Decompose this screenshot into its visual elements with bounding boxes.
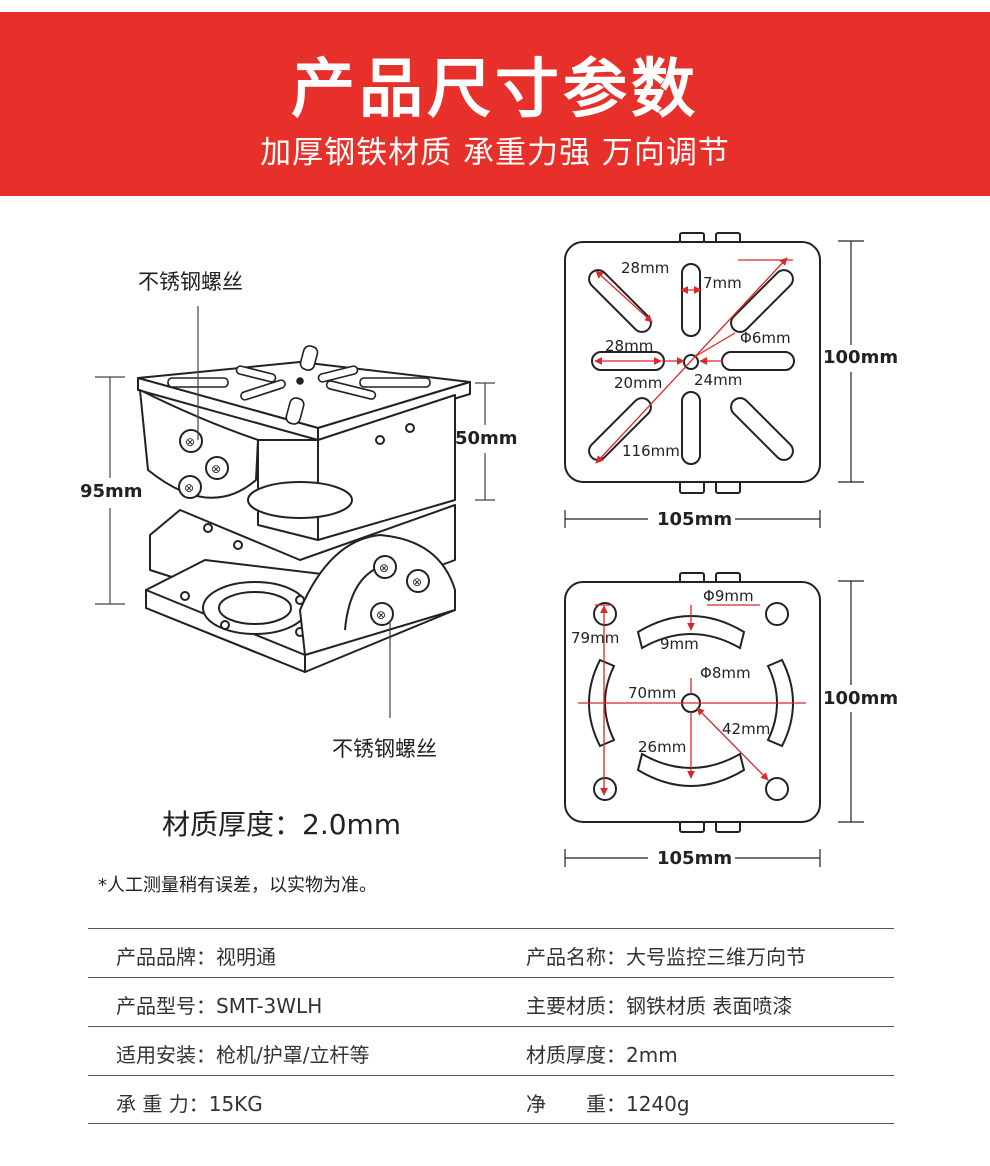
- bottom-corner-hole-label: Φ9mm: [703, 587, 754, 605]
- page-title: 产品尺寸参数: [291, 53, 699, 127]
- top-slot-gap-label: 24mm: [694, 371, 743, 389]
- svg-text:⊗: ⊗: [379, 561, 389, 575]
- top-center-hole-label: Φ6mm: [740, 329, 791, 347]
- thickness-label: 材质厚度：2.0mm: [162, 808, 402, 841]
- spec-table: 产品品牌：视明通 产品名称：大号监控三维万向节 产品型号：SMT-3WLH 主要…: [88, 928, 894, 1124]
- spec-net-weight: 净 重：1240g: [526, 1092, 690, 1116]
- table-row: 产品型号：SMT-3WLH 主要材质：钢铁材质 表面喷漆: [88, 977, 894, 1026]
- bracket-illustration: ⊗ ⊗ ⊗ ⊗ ⊗ ⊗: [137, 345, 471, 673]
- bottom-arc-width-label: 9mm: [660, 635, 699, 653]
- bottom-side-span-label: 79mm: [571, 629, 620, 647]
- spec-thickness: 材质厚度：2mm: [526, 1043, 678, 1067]
- bottom-arc-offset-label: 70mm: [628, 684, 677, 702]
- svg-text:⊗: ⊗: [376, 608, 386, 622]
- table-row: 承 重 力：15KG 净 重：1240g: [88, 1075, 894, 1124]
- bottom-center-to-hole-label: 42mm: [722, 720, 771, 738]
- spec-product-name: 产品名称：大号监控三维万向节: [526, 945, 806, 969]
- svg-text:⊗: ⊗: [412, 575, 422, 589]
- top-slot-offset-label: 20mm: [614, 374, 663, 392]
- top-plate-outer-dims: [564, 240, 864, 528]
- screw-label-top: 不锈钢螺丝: [138, 270, 243, 294]
- table-row: 适用安装：枪机/护罩/立杆等 材质厚度：2mm: [88, 1026, 894, 1075]
- bottom-plate-height-label: 100mm: [823, 688, 899, 709]
- page-subtitle: 加厚钢铁材质 承重力强 万向调节: [260, 135, 730, 171]
- top-diagonal-span-label: 116mm: [622, 442, 680, 460]
- top-plate-dimension-lines: [594, 257, 793, 464]
- spec-brand: 产品品牌：视明通: [116, 945, 276, 969]
- spec-model: 产品型号：SMT-3WLH: [116, 994, 323, 1018]
- bottom-plate-dimension-lines: [578, 604, 806, 796]
- top-plate-width-label: 105mm: [657, 509, 733, 530]
- spec-material: 主要材质：钢铁材质 表面喷漆: [526, 994, 793, 1018]
- top-slot-diagonal-label: 28mm: [621, 259, 670, 277]
- bottom-plate-width-label: 105mm: [657, 848, 733, 869]
- spec-application: 适用安装：枪机/护罩/立杆等: [116, 1043, 370, 1067]
- top-slot-horizontal-label: 28mm: [605, 337, 654, 355]
- diameter-icon: Φ: [703, 587, 715, 605]
- top-plate-height-label: 100mm: [823, 347, 899, 368]
- table-row: 产品品牌：视明通 产品名称：大号监控三维万向节: [88, 928, 894, 977]
- bottom-center-to-arc-label: 26mm: [638, 738, 687, 756]
- total-height-label: 95mm: [80, 481, 143, 502]
- diameter-icon: Φ: [700, 664, 712, 682]
- svg-text:⊗: ⊗: [211, 462, 221, 476]
- bottom-plate-outer-dims: [564, 580, 864, 867]
- spec-load-capacity: 承 重 力：15KG: [116, 1092, 263, 1116]
- measurement-note: *人工测量稍有误差，以实物为准。: [98, 875, 377, 896]
- diameter-icon: Φ: [740, 329, 752, 347]
- header-banner: 产品尺寸参数 加厚钢铁材质 承重力强 万向调节: [0, 12, 990, 196]
- upper-height-label: 50mm: [455, 428, 518, 449]
- top-slot-width-label: 7mm: [703, 274, 742, 292]
- svg-text:⊗: ⊗: [185, 435, 195, 449]
- top-plate-drawing: [564, 232, 821, 494]
- svg-text:⊗: ⊗: [184, 481, 194, 495]
- callout-lines: [95, 306, 495, 718]
- screw-label-bottom: 不锈钢螺丝: [332, 737, 437, 761]
- bottom-center-hole-label: Φ8mm: [700, 664, 751, 682]
